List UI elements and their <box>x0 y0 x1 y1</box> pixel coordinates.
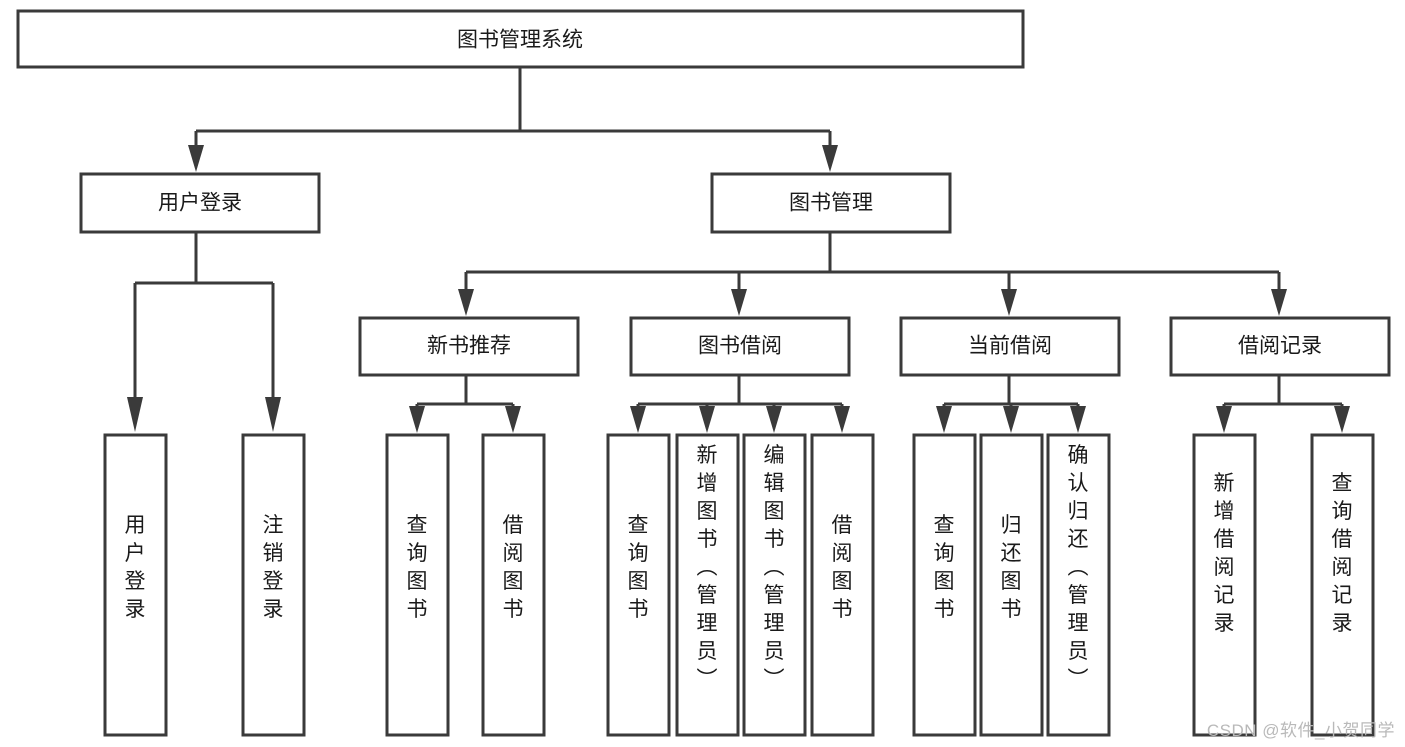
arrowhead-leaf-borrow-book-2 <box>834 406 850 433</box>
node-current-borrow-label: 当前借阅 <box>968 335 1052 358</box>
node-user-login[interactable]: 用户登录 <box>79 172 321 234</box>
node-leaf-return-book[interactable]: 归还图书 <box>979 433 1044 737</box>
node-leaf-confirm-return-box[interactable] <box>1046 433 1111 737</box>
node-borrow-record-label: 借阅记录 <box>1238 335 1322 358</box>
arrowhead-leaf-query-book-2 <box>630 406 646 433</box>
node-book-manage-box[interactable] <box>710 172 952 234</box>
node-leaf-query-book-2-label: 查询图书 <box>628 514 649 621</box>
arrowhead-leaf-confirm-return <box>1070 406 1086 433</box>
node-leaf-confirm-return-label: 确认归还︵管理员︶ <box>1068 444 1089 691</box>
node-leaf-return-book-box[interactable] <box>979 433 1044 737</box>
node-book-borrow-label: 图书借阅 <box>698 335 782 358</box>
node-current-borrow-box[interactable] <box>899 316 1121 377</box>
node-leaf-borrow-book-2-label: 借阅图书 <box>832 514 853 621</box>
arrowhead-new-book-recommend <box>458 289 474 316</box>
node-leaf-user-logout-label: 注销登录 <box>263 514 284 621</box>
arrowhead-leaf-add-book <box>699 406 715 433</box>
node-leaf-user-logout-box[interactable] <box>241 433 306 737</box>
node-leaf-query-record-box[interactable] <box>1310 433 1375 737</box>
node-leaf-add-record[interactable]: 新增借阅记录 <box>1192 433 1257 737</box>
arrowhead-leaf-query-record <box>1334 406 1350 433</box>
node-user-login-box[interactable] <box>79 172 321 234</box>
arrowhead-leaf-add-record <box>1216 406 1232 433</box>
node-book-manage[interactable]: 图书管理 <box>710 172 952 234</box>
node-leaf-query-book-3[interactable]: 查询图书 <box>912 433 977 737</box>
connector-layer <box>127 67 1350 433</box>
node-leaf-user-login[interactable]: 用户登录 <box>103 433 168 737</box>
node-leaf-borrow-book-1-box[interactable] <box>481 433 546 737</box>
node-root-label: 图书管理系统 <box>457 29 583 52</box>
node-borrow-record-box[interactable] <box>1169 316 1391 377</box>
node-leaf-borrow-book-2-box[interactable] <box>810 433 875 737</box>
node-leaf-query-book-2-box[interactable] <box>606 433 671 737</box>
arrowhead-leaf-return-book <box>1003 406 1019 433</box>
node-leaf-query-book-1-label: 查询图书 <box>407 514 428 621</box>
node-borrow-record[interactable]: 借阅记录 <box>1169 316 1391 377</box>
arrowhead-leaf-user-logout <box>265 397 281 432</box>
arrowhead-leaf-query-book-3 <box>936 406 952 433</box>
arrowhead-leaf-user-login <box>127 397 143 432</box>
arrowhead-leaf-query-book-1 <box>409 406 425 433</box>
node-user-login-label: 用户登录 <box>158 192 242 215</box>
node-leaf-query-book-3-box[interactable] <box>912 433 977 737</box>
node-leaf-return-book-label: 归还图书 <box>1001 514 1022 621</box>
arrowhead-leaf-edit-book <box>766 406 782 433</box>
arrowhead-borrow-record <box>1271 289 1287 316</box>
node-leaf-add-book[interactable]: 新增图书︵管理员︶ <box>675 433 740 737</box>
node-leaf-borrow-book-2[interactable]: 借阅图书 <box>810 433 875 737</box>
node-leaf-user-login-label: 用户登录 <box>125 514 146 621</box>
node-new-book-recommend[interactable]: 新书推荐 <box>358 316 580 377</box>
arrowhead-current-borrow <box>1001 289 1017 316</box>
node-root-box[interactable] <box>16 9 1025 69</box>
node-leaf-query-book-1[interactable]: 查询图书 <box>385 433 450 737</box>
node-leaf-user-logout[interactable]: 注销登录 <box>241 433 306 737</box>
node-leaf-borrow-book-1[interactable]: 借阅图书 <box>481 433 546 737</box>
node-leaf-edit-book-box[interactable] <box>742 433 807 737</box>
node-leaf-query-record-label: 查询借阅记录 <box>1332 472 1353 635</box>
node-root[interactable]: 图书管理系统 <box>16 9 1025 69</box>
arrowhead-leaf-borrow-book-1 <box>505 406 521 433</box>
node-new-book-recommend-box[interactable] <box>358 316 580 377</box>
node-current-borrow[interactable]: 当前借阅 <box>899 316 1121 377</box>
node-leaf-borrow-book-1-label: 借阅图书 <box>503 514 524 621</box>
node-leaf-add-record-box[interactable] <box>1192 433 1257 737</box>
node-leaf-edit-book-label: 编辑图书︵管理员︶ <box>764 444 785 691</box>
node-book-borrow-box[interactable] <box>629 316 851 377</box>
node-book-manage-label: 图书管理 <box>789 192 873 215</box>
node-leaf-edit-book[interactable]: 编辑图书︵管理员︶ <box>742 433 807 737</box>
arrowhead-book-manage <box>822 145 838 172</box>
node-book-borrow[interactable]: 图书借阅 <box>629 316 851 377</box>
node-leaf-query-book-3-label: 查询图书 <box>934 514 955 621</box>
node-leaf-add-record-label: 新增借阅记录 <box>1214 472 1235 635</box>
node-leaf-query-record[interactable]: 查询借阅记录 <box>1310 433 1375 737</box>
node-leaf-add-book-label: 新增图书︵管理员︶ <box>697 444 718 691</box>
node-leaf-user-login-box[interactable] <box>103 433 168 737</box>
node-leaf-add-book-box[interactable] <box>675 433 740 737</box>
arrowhead-user-login <box>188 145 204 172</box>
node-leaf-query-book-2[interactable]: 查询图书 <box>606 433 671 737</box>
node-leaf-query-book-1-box[interactable] <box>385 433 450 737</box>
node-new-book-recommend-label: 新书推荐 <box>427 335 511 358</box>
arrowhead-book-borrow <box>731 289 747 316</box>
node-leaf-confirm-return[interactable]: 确认归还︵管理员︶ <box>1046 433 1111 737</box>
